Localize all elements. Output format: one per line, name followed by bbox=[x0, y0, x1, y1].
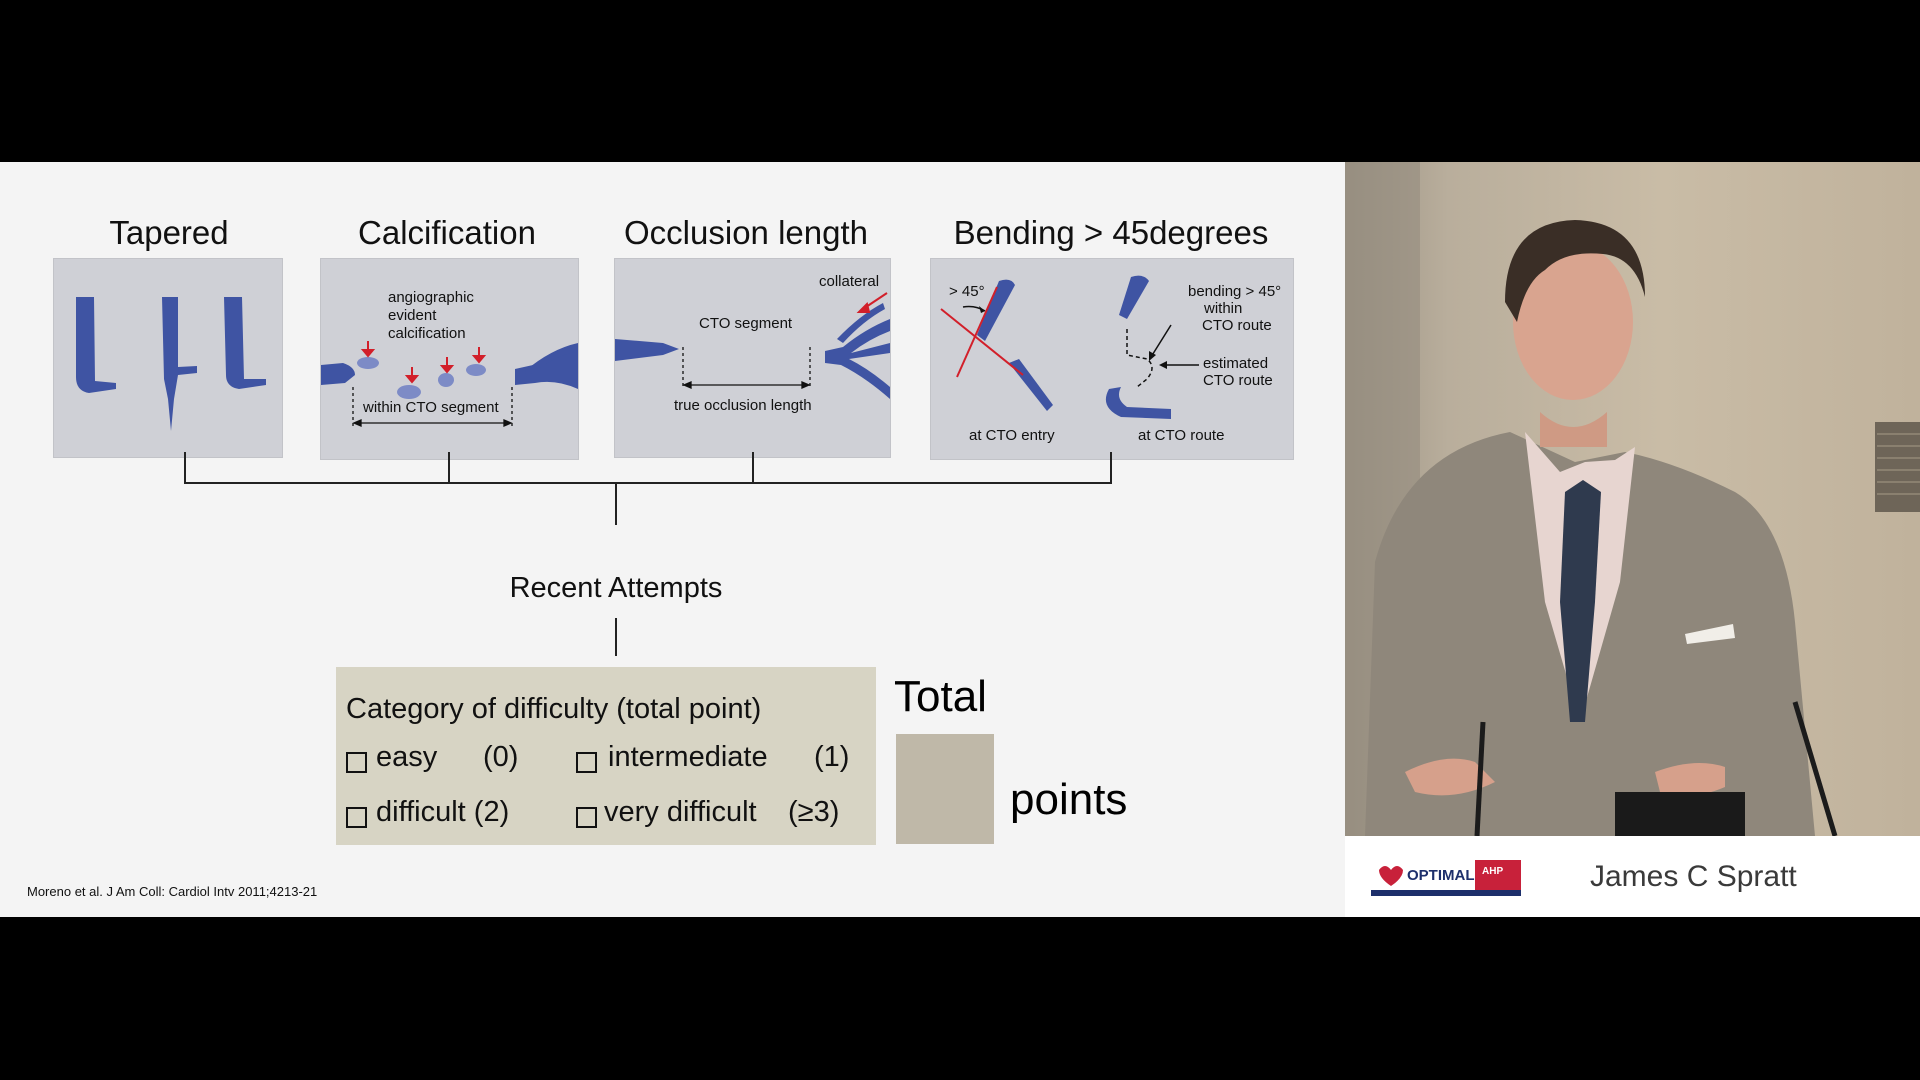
slide: Tapered Calcification Occlusion length B… bbox=[0, 162, 1345, 917]
bracket-stem-top bbox=[615, 483, 617, 525]
checkbox-very-difficult[interactable] bbox=[576, 807, 597, 828]
option-very-difficult-points: (≥3) bbox=[788, 796, 839, 829]
checkbox-intermediate[interactable] bbox=[576, 752, 597, 773]
option-intermediate-points: (1) bbox=[814, 741, 849, 774]
optimal-logo: OPTIMAL AHP bbox=[1371, 860, 1521, 896]
speaker-video bbox=[1345, 162, 1920, 836]
total-score-box bbox=[896, 734, 994, 844]
option-easy-label: easy bbox=[376, 741, 437, 774]
calcification-label-segment: within CTO segment bbox=[363, 399, 499, 416]
total-label: Total bbox=[894, 672, 987, 722]
option-difficult-label: difficult (2) bbox=[376, 796, 509, 829]
speaker-figure bbox=[1345, 162, 1920, 836]
citation: Moreno et al. J Am Coll: Cardiol Intv 20… bbox=[27, 884, 317, 899]
panel-tapered bbox=[53, 258, 283, 458]
calcification-label-3: calcification bbox=[388, 325, 466, 342]
panel-bending: > 45° bending > 45° within CTO route est… bbox=[930, 258, 1294, 460]
bending-label-angle: > 45° bbox=[949, 283, 985, 300]
recent-attempts-label: Recent Attempts bbox=[510, 572, 723, 605]
occlusion-label-collateral: collateral bbox=[819, 273, 879, 290]
occlusion-label-cto-segment: CTO segment bbox=[699, 315, 792, 332]
bending-label-5: CTO route bbox=[1203, 372, 1273, 389]
optimal-logo-graphic: OPTIMAL AHP bbox=[1371, 860, 1521, 896]
checkbox-difficult[interactable] bbox=[346, 807, 367, 828]
difficulty-category-box: Category of difficulty (total point) eas… bbox=[336, 667, 876, 845]
calcification-label-1: angiographic bbox=[388, 289, 474, 306]
bracket-tick-2 bbox=[448, 452, 450, 483]
bracket-tick-3 bbox=[752, 452, 754, 483]
panel-title-occlusion-length: Occlusion length bbox=[624, 214, 868, 252]
bending-label-entry: at CTO entry bbox=[969, 427, 1055, 444]
tapered-vessels-illustration bbox=[54, 259, 282, 457]
bracket-horizontal-line bbox=[184, 482, 1112, 484]
logo-text: OPTIMAL bbox=[1407, 867, 1475, 884]
bending-label-2: within bbox=[1204, 300, 1242, 317]
panel-occlusion-length: collateral CTO segment true occlusion le… bbox=[614, 258, 891, 458]
panel-calcification: angiographic evident calcification withi… bbox=[320, 258, 579, 460]
bending-label-1: bending > 45° bbox=[1188, 283, 1281, 300]
panel-title-calcification: Calcification bbox=[358, 214, 536, 252]
logo-badge: AHP bbox=[1482, 866, 1503, 877]
occlusion-label-true-length: true occlusion length bbox=[674, 397, 812, 414]
calcification-label-2: evident bbox=[388, 307, 436, 324]
bracket-stem-bottom bbox=[615, 618, 617, 656]
bending-label-3: CTO route bbox=[1202, 317, 1272, 334]
panel-title-bending: Bending > 45degrees bbox=[954, 214, 1269, 252]
points-label: points bbox=[1010, 775, 1127, 825]
speaker-name: James C Spratt bbox=[1590, 860, 1797, 894]
option-intermediate-label: intermediate bbox=[608, 741, 768, 774]
bending-label-4: estimated bbox=[1203, 355, 1268, 372]
bending-label-route: at CTO route bbox=[1138, 427, 1224, 444]
option-easy-points: (0) bbox=[483, 741, 518, 774]
bracket-tick-4 bbox=[1110, 452, 1112, 483]
option-very-difficult-label: very difficult bbox=[604, 796, 757, 829]
difficulty-category-title: Category of difficulty (total point) bbox=[346, 693, 761, 726]
bracket-tick-1 bbox=[184, 452, 186, 483]
checkbox-easy[interactable] bbox=[346, 752, 367, 773]
speaker-name-bar: OPTIMAL AHP James C Spratt bbox=[1345, 836, 1920, 917]
panel-title-tapered: Tapered bbox=[109, 214, 228, 252]
